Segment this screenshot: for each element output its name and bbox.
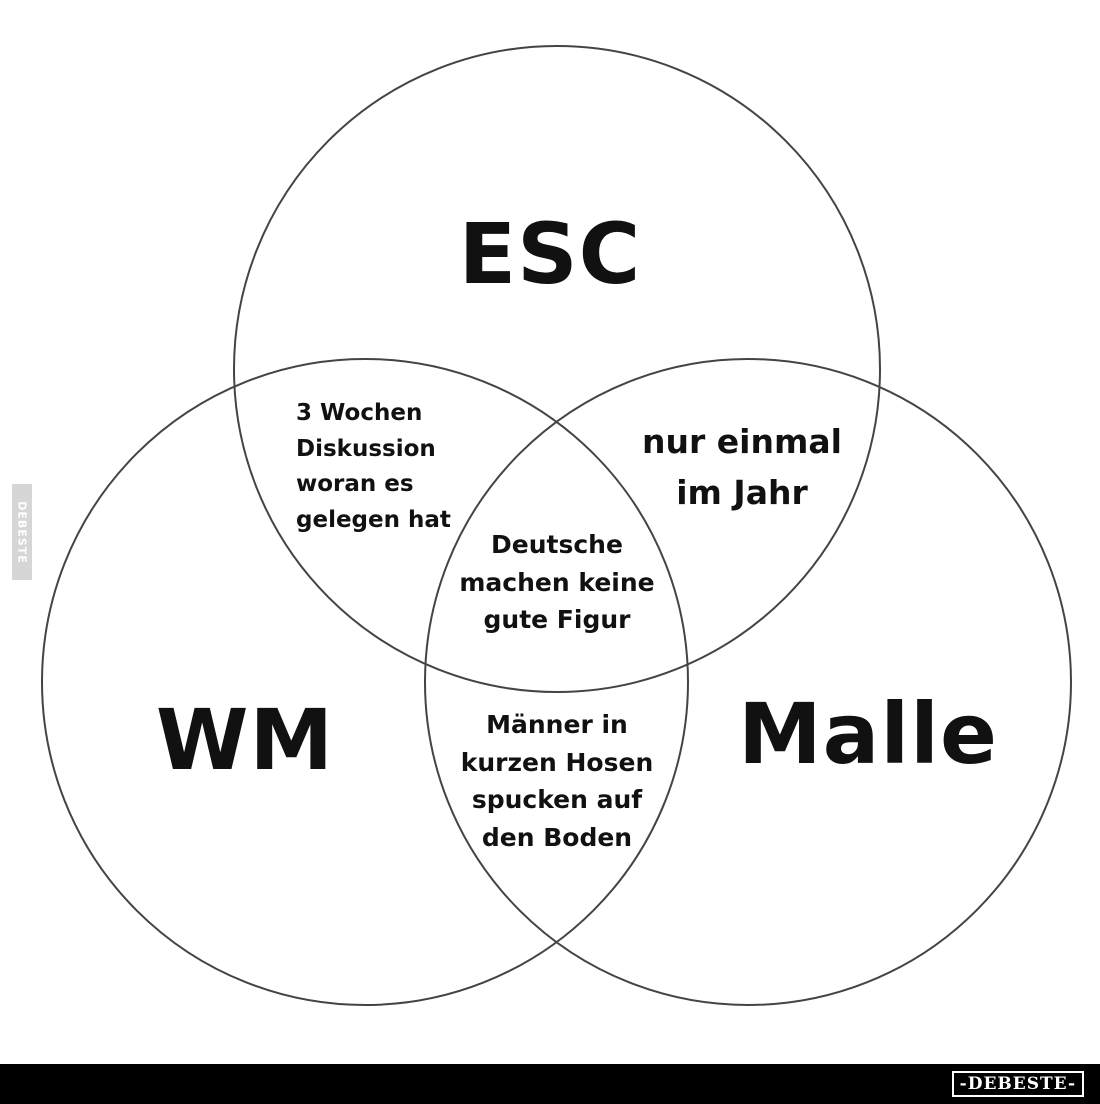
side-watermark: DEBESTE — [12, 484, 32, 580]
set-label-malle: Malle — [738, 685, 998, 783]
overlap-esc-malle: nur einmal im Jahr — [642, 422, 842, 513]
circle-malle — [424, 358, 1072, 1006]
footer-bar: -DEBESTE- — [0, 1064, 1100, 1104]
set-label-esc: ESC — [458, 205, 642, 303]
brand-logo: -DEBESTE- — [951, 1071, 1084, 1097]
side-watermark-text: DEBESTE — [15, 500, 29, 564]
circle-esc — [233, 45, 881, 693]
overlap-esc-wm: 3 Wochen Diskussion woran es gelegen hat — [296, 400, 451, 533]
overlap-wm-malle: Männer in kurzen Hosen spucken auf den B… — [460, 710, 654, 852]
overlap-all: Deutsche machen keine gute Figur — [459, 530, 655, 634]
set-label-wm: WM — [155, 691, 335, 789]
venn-circles — [41, 45, 1072, 1006]
circle-wm — [41, 358, 689, 1006]
